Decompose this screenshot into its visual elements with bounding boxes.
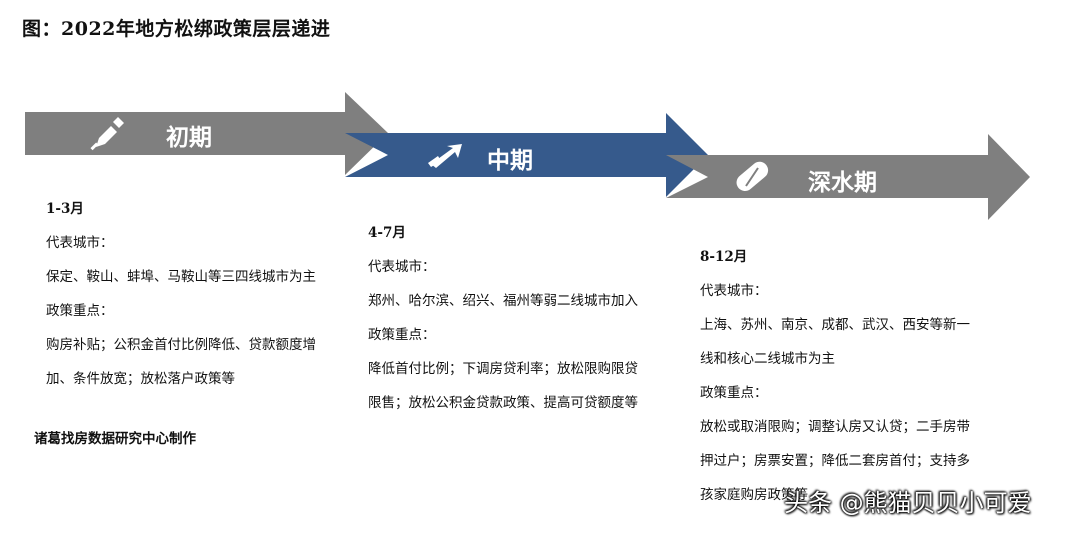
phase-arrow-deep: [666, 134, 1030, 220]
phase-period: 8-12月: [700, 249, 748, 265]
detail-line: 政策重点：: [46, 303, 114, 319]
phase-arrow-mid: [345, 113, 708, 197]
detail-line: 政策重点：: [368, 327, 436, 343]
detail-line: 降低首付比例；下调房贷利率；放松限购限贷: [368, 361, 638, 377]
detail-line: 代表城市：: [46, 235, 114, 251]
pen-icon: [90, 117, 124, 151]
phase-period: 1-3月: [46, 201, 84, 217]
phase-details-mid: 4-7月 代表城市： 郑州、哈尔滨、绍兴、福州等弱二线城市加入 政策重点： 降低…: [368, 216, 638, 420]
detail-line: 政策重点：: [700, 385, 768, 401]
detail-line: 代表城市：: [368, 259, 436, 275]
phase-label-early: 初期: [166, 125, 212, 151]
pill-icon: [736, 161, 769, 191]
detail-line: 上海、苏州、南京、成都、武汉、西安等新一: [700, 317, 970, 333]
phase-label-deep: 深水期: [808, 170, 877, 196]
phase-arrow-early: [25, 92, 388, 175]
detail-line: 保定、鞍山、蚌埠、马鞍山等三四线城市为主: [46, 269, 316, 285]
detail-line: 限售；放松公积金贷款政策、提高可贷额度等: [368, 395, 638, 411]
phase-details-early: 1-3月 代表城市： 保定、鞍山、蚌埠、马鞍山等三四线城市为主 政策重点： 购房…: [46, 192, 316, 396]
detail-line: 押过户；房票安置；降低二套房首付；支持多: [700, 453, 970, 469]
phase-label-mid: 中期: [487, 148, 533, 174]
source-credit: 诸葛找房数据研究中心制作: [34, 431, 196, 447]
page-title: 图：2022年地方松绑政策层层递进: [22, 18, 331, 40]
phase-period: 4-7月: [368, 225, 406, 241]
watermark: 头条 @熊猫贝贝小可爱: [784, 489, 1032, 517]
detail-line: 代表城市：: [700, 283, 768, 299]
detail-line: 加、条件放宽；放松落户政策等: [46, 371, 235, 387]
detail-line: 线和核心二线城市为主: [700, 351, 835, 367]
detail-line: 放松或取消限购；调整认房又认贷；二手房带: [700, 419, 970, 435]
detail-line: 购房补贴；公积金首付比例降低、贷款额度增: [46, 337, 316, 353]
arrow-icon: [428, 144, 462, 168]
detail-line: 郑州、哈尔滨、绍兴、福州等弱二线城市加入: [368, 293, 638, 309]
detail-line: 孩家庭购房政策等: [700, 487, 808, 503]
phase-details-deep: 8-12月 代表城市： 上海、苏州、南京、成都、武汉、西安等新一 线和核心二线城…: [700, 240, 970, 512]
